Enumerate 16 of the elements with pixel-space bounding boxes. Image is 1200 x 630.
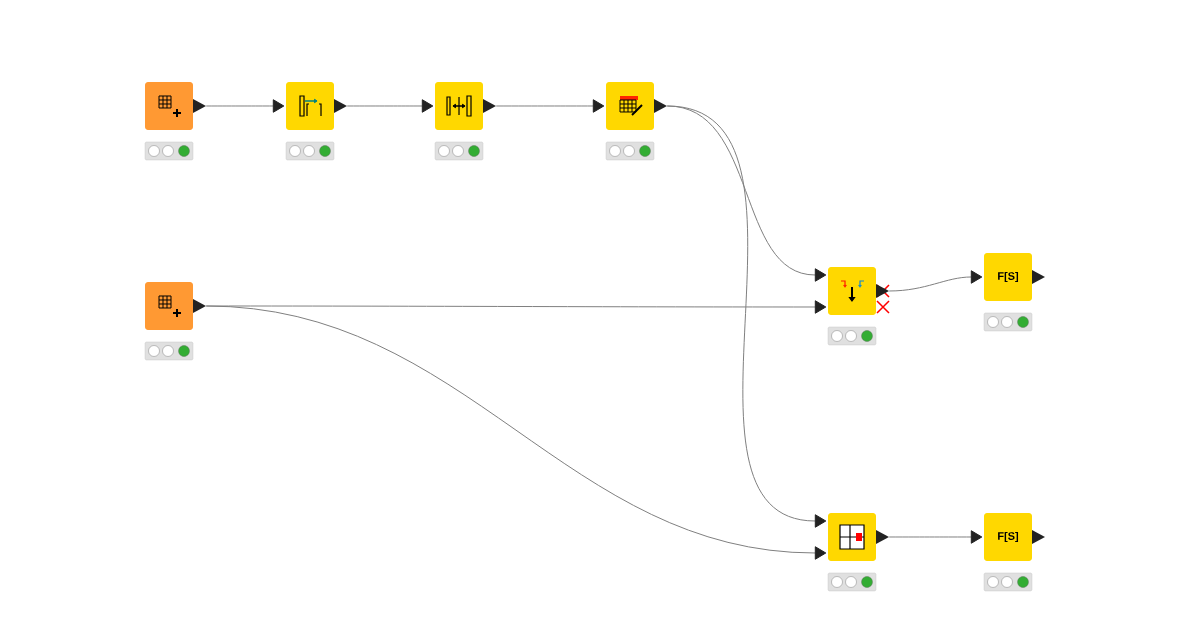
workflow-node (828, 267, 890, 315)
connector (205, 305, 827, 560)
workflow-node (606, 82, 667, 130)
workflow-node (286, 82, 347, 130)
workflow-node (828, 513, 889, 561)
workflow-node (435, 82, 496, 130)
connector (666, 105, 827, 528)
workflow-node (145, 282, 206, 330)
connector (888, 530, 983, 544)
workflow-node: F[S] (984, 513, 1045, 561)
connector (495, 99, 605, 113)
workflow-node (145, 82, 206, 130)
workflow-node: F[S] (984, 253, 1045, 301)
connector (888, 270, 983, 292)
connector (205, 99, 285, 113)
connector (346, 99, 434, 113)
